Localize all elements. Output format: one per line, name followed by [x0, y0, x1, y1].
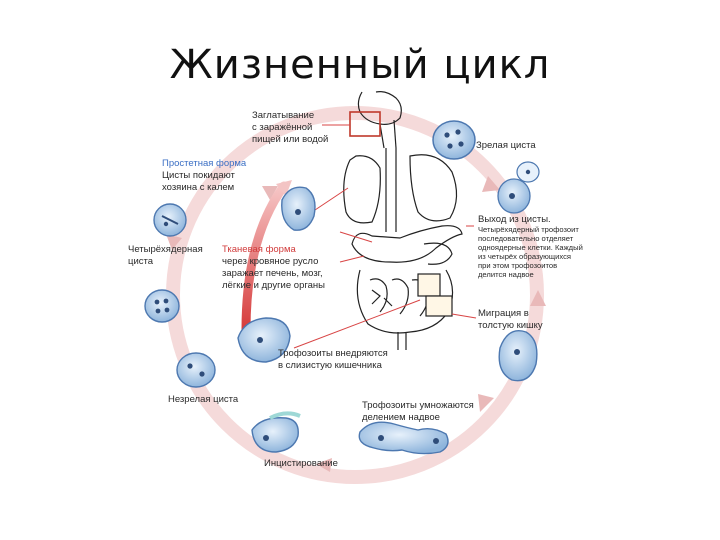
mature-cyst-cell	[432, 120, 476, 160]
cycle-arrow-1	[482, 176, 500, 192]
label-ingestion-3: пищей или водой	[252, 134, 328, 145]
label-mature-cyst: Зрелая циста	[476, 140, 536, 151]
label-encystation: Инцистирование	[264, 458, 338, 469]
label-migration-1: Миграция в	[478, 308, 529, 319]
highlight-boxes	[349, 111, 453, 317]
label-tissue-line-3: лёгкие и другие органы	[222, 280, 325, 291]
immature-cyst-cell	[176, 352, 216, 388]
label-excystation-line-4: из четырёх образующихся	[478, 252, 571, 261]
excystation-cell	[497, 161, 540, 214]
pointer-lines	[293, 124, 477, 349]
label-multiply-1: Трофозоиты умножаются	[362, 400, 474, 411]
encystation-cell	[251, 411, 301, 453]
label-invade-1: Трофозоиты внедряются	[278, 348, 388, 359]
four-nucleus-cyst-cell-1	[144, 289, 180, 323]
tissue-arrow	[241, 180, 292, 335]
label-excystation-heading: Выход из цисты.	[478, 214, 551, 225]
cycle-arrow-4	[316, 458, 332, 472]
four-nucleus-cyst-cell-2	[153, 203, 187, 237]
label-tissue-heading: Тканевая форма	[222, 244, 296, 255]
label-ingestion-2: с заражённой	[252, 122, 312, 133]
label-ingestion-1: Заглатывание	[252, 110, 314, 121]
label-excystation-line-3: одноядерные клетки. Каждый	[478, 243, 583, 252]
label-tissue-line-2: заражает печень, мозг,	[222, 268, 323, 279]
label-precyst-heading: Простетная форма	[162, 158, 247, 169]
slide-title: Жизненный цикл	[169, 42, 551, 88]
colon-highlight-box-2	[425, 295, 453, 317]
label-tissue-line-1: через кровяное русло	[222, 256, 318, 267]
label-migration-2: толстую кишку	[478, 320, 543, 331]
colon-highlight-box	[417, 273, 441, 297]
cycle-arrow-2	[530, 290, 546, 306]
label-excystation-line-2: последовательно отделяет	[478, 234, 574, 243]
label-precyst-line-1: Цисты покидают	[162, 170, 236, 181]
label-immature-cyst: Незрелая циста	[168, 394, 239, 405]
label-multiply-2: делением надвое	[362, 412, 440, 423]
migration-cell	[498, 330, 538, 382]
label-excystation-line-5: при этом трофозоитов	[478, 261, 557, 270]
invading-trophozoite-cell	[237, 317, 291, 363]
mouth-highlight-box	[349, 111, 381, 137]
label-invade-2: в слизистую кишечника	[278, 360, 383, 371]
label-four-nucleus-1: Четырёхядерная	[128, 244, 203, 255]
cycle-arrow-7	[262, 186, 278, 200]
tissue-form-cell	[281, 186, 316, 231]
dividing-trophozoite-cell	[358, 421, 449, 455]
label-precyst-line-2: хозяина с калем	[162, 182, 234, 193]
label-four-nucleus-2: циста	[128, 256, 154, 267]
label-excystation-line-1: Четырёхядерный трофозоит	[478, 225, 579, 234]
cycle-arrow-6	[166, 234, 182, 250]
label-excystation-line-6: делится надвое	[478, 270, 534, 279]
cycle-arrow-3	[478, 394, 494, 412]
